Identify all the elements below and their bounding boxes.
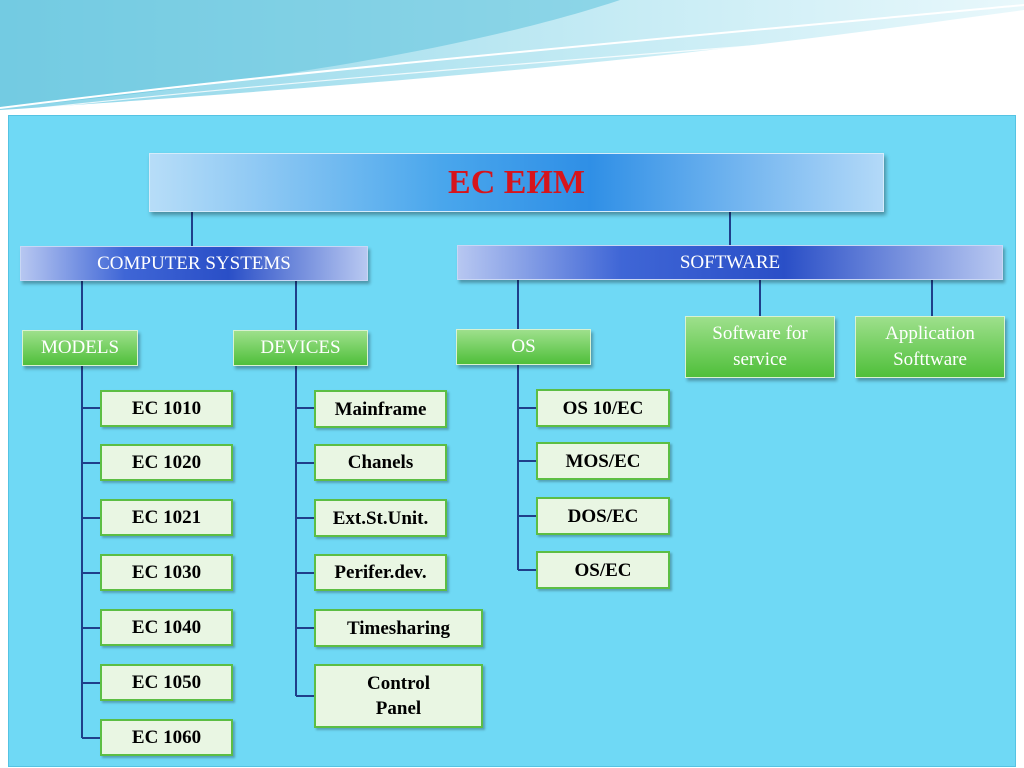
category-software: SOFTWARE <box>457 245 1003 280</box>
device-item: Ext.St.Unit. <box>314 499 447 537</box>
diagram-panel <box>8 115 1016 767</box>
device-item: Perifer.dev. <box>314 554 447 591</box>
header-wave-decoration <box>0 0 1024 110</box>
device-item: Mainframe <box>314 390 447 428</box>
model-item: EC 1021 <box>100 499 233 536</box>
diagram-title: EC ЕИМ <box>149 153 884 212</box>
model-item: EC 1060 <box>100 719 233 756</box>
model-item: EC 1010 <box>100 390 233 427</box>
device-item: Chanels <box>314 444 447 481</box>
os-item: OS/EC <box>536 551 670 589</box>
group-devices: DEVICES <box>233 330 368 366</box>
os-item: DOS/EC <box>536 497 670 535</box>
model-item: EC 1020 <box>100 444 233 481</box>
group-application-software: Application Softtware <box>855 316 1005 378</box>
model-item: EC 1040 <box>100 609 233 646</box>
device-item: Timesharing <box>314 609 483 647</box>
device-item: Control Panel <box>314 664 483 728</box>
group-software-for-service: Software for service <box>685 316 835 378</box>
os-item: MOS/EC <box>536 442 670 480</box>
group-models: MODELS <box>22 330 138 366</box>
model-item: EC 1030 <box>100 554 233 591</box>
category-computer-systems: COMPUTER SYSTEMS <box>20 246 368 281</box>
model-item: EC 1050 <box>100 664 233 701</box>
os-item: OS 10/EC <box>536 389 670 427</box>
group-os: OS <box>456 329 591 365</box>
